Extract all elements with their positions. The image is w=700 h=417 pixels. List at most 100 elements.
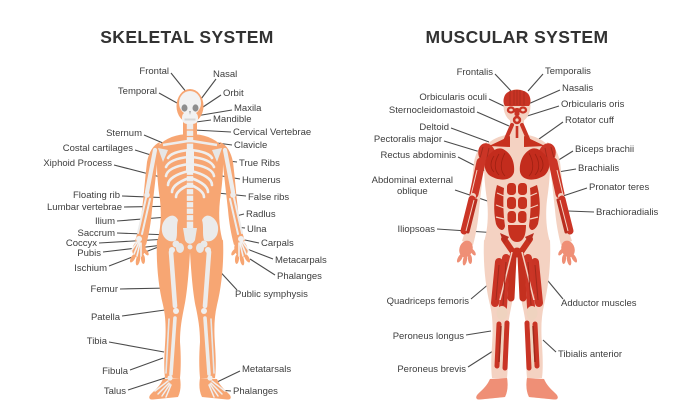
skeleton-pubis [187, 244, 193, 250]
skeleton-mouth [184, 118, 196, 121]
label-tibialis-anterior: Tibialis anterior [558, 348, 623, 360]
label-xiphoid-process: Xiphoid Process [43, 157, 112, 169]
label-sternocleidomastoid: Sternocleidomastoid [388, 104, 475, 116]
label-clavicle: Clavicle [234, 139, 268, 151]
label-peroneus-brevis: Peroneus brevis [397, 363, 466, 375]
label-public-symphysis: Public symphysis [235, 288, 308, 300]
leader-line-orbit [199, 94, 222, 110]
leader-line-brachioradialis [567, 210, 595, 213]
muscular-system-title: MUSCULAR SYSTEM [425, 27, 609, 47]
label-sternum: Sternum [106, 127, 142, 139]
leader-line-temporalis [527, 73, 544, 92]
label-temporal: Temporal [117, 85, 157, 97]
label-saccrum: Saccrum [77, 227, 115, 239]
label-femur: Femur [90, 283, 118, 295]
label-cervical-vertebrae: Cervical Vertebrae [233, 126, 312, 138]
label-coccyx: Coccyx [65, 237, 97, 249]
label-phalanges: Phalanges [233, 385, 278, 397]
skeleton-sternum [186, 148, 194, 174]
skeleton-vertebrae-lines [186, 129, 194, 222]
leader-line-biceps-brachii [556, 150, 574, 162]
label-rectus-abdominis: Rectus abdominis [380, 149, 456, 161]
label-frontal: Frontal [139, 65, 169, 77]
label-adductor-muscles: Adductor muscles [561, 297, 637, 309]
leader-line-sternocleidomastoid [476, 111, 510, 127]
label-deltoid: Deltoid [419, 121, 449, 133]
muscle-neck-center [515, 126, 519, 138]
leader-line-tibia [108, 341, 165, 353]
label-phalanges: Phalanges [277, 270, 322, 282]
leader-line-maxila [195, 109, 233, 117]
skeleton-sacrum [183, 228, 197, 244]
leader-line-cervical-vertebrae [193, 129, 232, 133]
label-fibula: Fibula [102, 365, 128, 377]
leader-line-metatarsals [214, 370, 241, 384]
muscle-groups [456, 89, 578, 400]
skeleton-bones [131, 91, 249, 397]
label-temporalis: Temporalis [545, 65, 591, 77]
leader-line-metacarpals [246, 248, 274, 260]
label-patella: Patella [90, 311, 120, 323]
label-humerus: Humerus [242, 174, 281, 186]
label-pubis: Pubis [77, 247, 101, 259]
label-metacarpals: Metacarpals [275, 254, 327, 266]
label-ulna: Ulna [247, 223, 267, 235]
muscle-mouth-center [515, 118, 519, 122]
muscle-nasalis [514, 108, 520, 116]
label-mandible: Mandible [213, 113, 252, 125]
label-ilium: Ilium [94, 215, 115, 227]
leader-line-mandible [195, 119, 212, 123]
skeletal-figure [129, 89, 251, 400]
label-tibia: Tibia [86, 335, 107, 347]
muscle-abs [507, 183, 527, 242]
label-floating-rib: Floating rib [73, 189, 120, 201]
leader-line-tibialis-anterior [542, 339, 557, 353]
label-orbicularis-oris: Orbicularis oris [561, 98, 625, 110]
label-costal-cartilages: Costal cartilages [62, 142, 133, 154]
skeleton-jaw [182, 112, 198, 124]
label-metatarsals: Metatarsals [242, 363, 292, 375]
label-nasal: Nasal [213, 68, 238, 80]
leader-line-patella [121, 308, 173, 317]
leader-line-coccyx [98, 238, 169, 244]
leader-line-orbicularis-oris [523, 105, 560, 118]
label-peroneus-longus: Peroneus longus [392, 330, 464, 342]
leader-line-peroneus-longus [465, 330, 492, 336]
skeleton-nose [189, 111, 191, 115]
leader-line-pronator-teres [562, 187, 588, 197]
label-maxila: Maxila [234, 102, 262, 114]
label-abdominal-external-oblique: Abdominal external oblique [371, 175, 453, 197]
label-carpals: Carpals [261, 237, 294, 249]
label-true-ribs: True Ribs [239, 157, 280, 169]
label-pronator-teres: Pronator teres [589, 181, 650, 193]
leader-line-fibula [129, 357, 164, 371]
leader-line-frontal [170, 72, 188, 94]
label-iliopsoas: Iliopsoas [397, 223, 436, 235]
leader-line-deltoid [450, 127, 490, 143]
label-brachialis: Brachialis [578, 162, 620, 174]
leader-line-phalanges [249, 258, 276, 276]
label-frontalis: Frontalis [456, 66, 493, 78]
label-pectoralis-major: Pectoralis major [373, 133, 442, 145]
label-biceps-brachii: Biceps brachii [575, 143, 635, 155]
label-rotator-cuff: Rotator cuff [565, 114, 614, 126]
label-false-ribs: False ribs [248, 191, 290, 203]
leader-line-temporal [158, 92, 178, 104]
label-talus: Talus [103, 385, 126, 397]
muscular-figure [456, 89, 578, 400]
leader-line-nasalis [525, 89, 561, 106]
label-ischium: Ischium [74, 262, 107, 274]
leader-line-frontalis [494, 73, 513, 93]
label-quadriceps-femoris: Quadriceps femoris [386, 295, 469, 307]
muscle-frontalis-striations [509, 90, 525, 105]
label-nasalis: Nasalis [562, 82, 594, 94]
skeletal-system-title: SKELETAL SYSTEM [100, 27, 274, 47]
leader-line-peroneus-brevis [467, 350, 494, 368]
label-brachioradialis: Brachioradialis [596, 206, 659, 218]
leader-line-carpals [244, 239, 260, 244]
label-lumbar-vertebrae: Lumbar vertebrae [47, 201, 122, 213]
label-orbit: Orbit [223, 87, 244, 99]
label-radlus: Radlus [246, 208, 276, 220]
